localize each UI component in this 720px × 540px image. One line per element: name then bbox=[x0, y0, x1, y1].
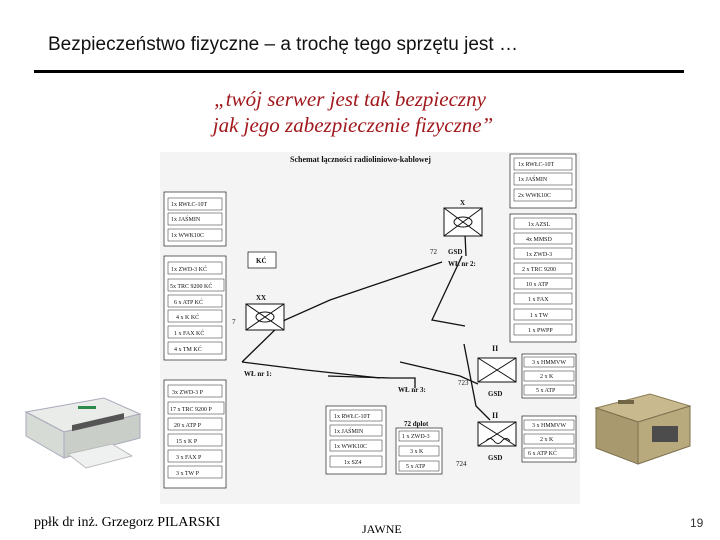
equipment-label: 3 x HMMVW bbox=[532, 423, 566, 429]
equipment-label: 1x AZSL bbox=[528, 222, 551, 228]
equipment-label: 6 x ATP KĆ bbox=[174, 298, 203, 306]
diagram-title: Schemat łączności radioliniowo-kablowej bbox=[290, 155, 431, 164]
equipment-label: 1x JAŚMIN bbox=[171, 215, 201, 223]
equipment-label: 6 x ATP KĆ bbox=[528, 449, 557, 457]
equipment-label: 3 x FAX P bbox=[176, 455, 202, 461]
author-footer: ppłk dr inż. Grzegorz PILARSKI bbox=[34, 515, 220, 531]
wl1-label: WŁ nr 1: bbox=[244, 370, 272, 378]
node-x-label: X bbox=[460, 199, 465, 207]
equipment-label: 20 x ATP P bbox=[174, 423, 202, 429]
network-diagram: Schemat łączności radioliniowo-kablowej … bbox=[160, 152, 580, 504]
node-xx-label: XX bbox=[256, 294, 266, 302]
equipment-label: 3 x K bbox=[410, 449, 424, 455]
quote-line-1: „twój serwer jest tak bezpieczny bbox=[0, 86, 710, 112]
equipment-label: 15 x K P bbox=[176, 439, 198, 445]
page-number: 19 bbox=[690, 516, 703, 530]
left-top-items: 1x RWŁC-10T 1x JAŚMIN 1x WWK10C bbox=[168, 198, 222, 241]
kc-label: KĆ bbox=[256, 257, 267, 265]
equipment-label: 1 x FAX bbox=[528, 297, 549, 303]
equipment-label: 1x WWK10C bbox=[171, 233, 204, 239]
equipment-label: 2 x K bbox=[540, 437, 554, 443]
field-device-image bbox=[590, 390, 694, 472]
quote-line-2: jak jego zabezpieczenie fizyczne” bbox=[0, 112, 713, 138]
equipment-label: 1 x PWPP bbox=[528, 328, 553, 334]
node-ii-a-label: II bbox=[492, 344, 498, 353]
gsd-label: GSD bbox=[488, 454, 502, 462]
equipment-label: 1x ZWD-3 KĆ bbox=[171, 265, 207, 273]
link-label: 724 bbox=[456, 460, 467, 468]
equipment-label: 5x TRC 9200 KĆ bbox=[170, 282, 212, 290]
equipment-label: 2 x TRC 9200 bbox=[522, 267, 556, 273]
classification-footer: JAWNE bbox=[362, 522, 402, 537]
equipment-label: 1x SZ4 bbox=[344, 460, 362, 466]
equipment-label: 1x JAŚMIN bbox=[334, 427, 364, 435]
equipment-label: 2x WWK10C bbox=[518, 193, 551, 199]
link-label: 72 bbox=[430, 248, 438, 256]
title-underline bbox=[34, 70, 684, 73]
equipment-label: 4 x TM KĆ bbox=[174, 345, 202, 353]
equipment-label: 1x RWŁC-10T bbox=[171, 202, 207, 208]
gsd-label: GSD bbox=[448, 248, 462, 256]
equipment-label: 17 x TRC 9200 P bbox=[170, 407, 213, 413]
wl3-label: WŁ nr 3: bbox=[398, 386, 426, 394]
equipment-label: 3 x HMMVW bbox=[532, 360, 566, 366]
equipment-label: 1x JAŚMIN bbox=[518, 175, 548, 183]
wl2-label: WŁ nr 2: bbox=[448, 260, 476, 268]
node-ii-b-label: II bbox=[492, 411, 498, 420]
equipment-label: 5 x ATP bbox=[536, 388, 556, 394]
equipment-label: 1x RWŁC-10T bbox=[518, 162, 554, 168]
equipment-label: 10 x ATP bbox=[526, 282, 549, 288]
card-reader-device-image bbox=[16, 392, 144, 474]
equipment-label: 4 x K KĆ bbox=[176, 313, 199, 321]
equipment-label: 1x ZWD-3 bbox=[526, 252, 552, 258]
equipment-label: 1 x FAX KĆ bbox=[174, 329, 204, 337]
gsd-label: GSD bbox=[488, 390, 502, 398]
equipment-label: 1x RWŁC-10T bbox=[334, 414, 370, 420]
equipment-label: 1x WWK10C bbox=[334, 444, 367, 450]
equipment-label: 3x ZWD-3 P bbox=[172, 390, 204, 396]
slide-title: Bezpieczeństwo fizyczne – a trochę tego … bbox=[48, 34, 518, 56]
equipment-label: 1 x TW bbox=[530, 313, 549, 319]
equipment-label: 2 x K bbox=[540, 374, 554, 380]
link-label: 723 bbox=[458, 379, 469, 387]
equipment-label: 3 x TW P bbox=[176, 471, 200, 477]
equipment-label: 1 x ZWD-3 bbox=[402, 434, 430, 440]
equipment-label: 4x MMSD bbox=[526, 237, 553, 243]
equipment-label: 5 x ATP bbox=[406, 464, 426, 470]
link-label: 72 dplot bbox=[404, 420, 429, 428]
link-label: 7 bbox=[232, 318, 236, 326]
